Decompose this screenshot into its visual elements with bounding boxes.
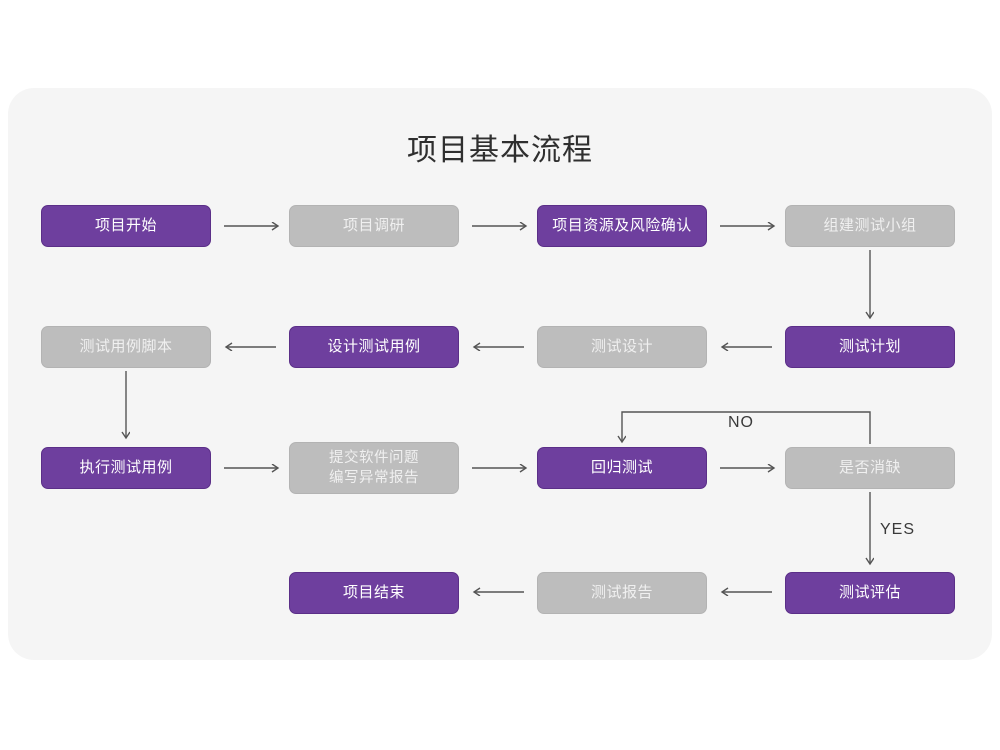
node-project-start[interactable]: 项目开始 (41, 205, 211, 247)
node-test-report[interactable]: 测试报告 (537, 572, 707, 614)
node-execute-testcase[interactable]: 执行测试用例 (41, 447, 211, 489)
node-test-design[interactable]: 测试设计 (537, 326, 707, 368)
node-project-end[interactable]: 项目结束 (289, 572, 459, 614)
node-design-testcase[interactable]: 设计测试用例 (289, 326, 459, 368)
edge-label-yes: YES (880, 521, 916, 538)
edge-label-no: NO (728, 414, 754, 431)
node-defect-cleared[interactable]: 是否消缺 (785, 447, 955, 489)
node-project-research[interactable]: 项目调研 (289, 205, 459, 247)
node-resource-risk[interactable]: 项目资源及风险确认 (537, 205, 707, 247)
node-submit-issue-report[interactable]: 提交软件问题 编写异常报告 (289, 442, 459, 494)
node-build-test-team[interactable]: 组建测试小组 (785, 205, 955, 247)
page-title: 项目基本流程 (407, 134, 593, 167)
node-testcase-script[interactable]: 测试用例脚本 (41, 326, 211, 368)
diagram-panel (8, 88, 992, 660)
node-test-evaluation[interactable]: 测试评估 (785, 572, 955, 614)
node-regression-test[interactable]: 回归测试 (537, 447, 707, 489)
node-test-plan[interactable]: 测试计划 (785, 326, 955, 368)
